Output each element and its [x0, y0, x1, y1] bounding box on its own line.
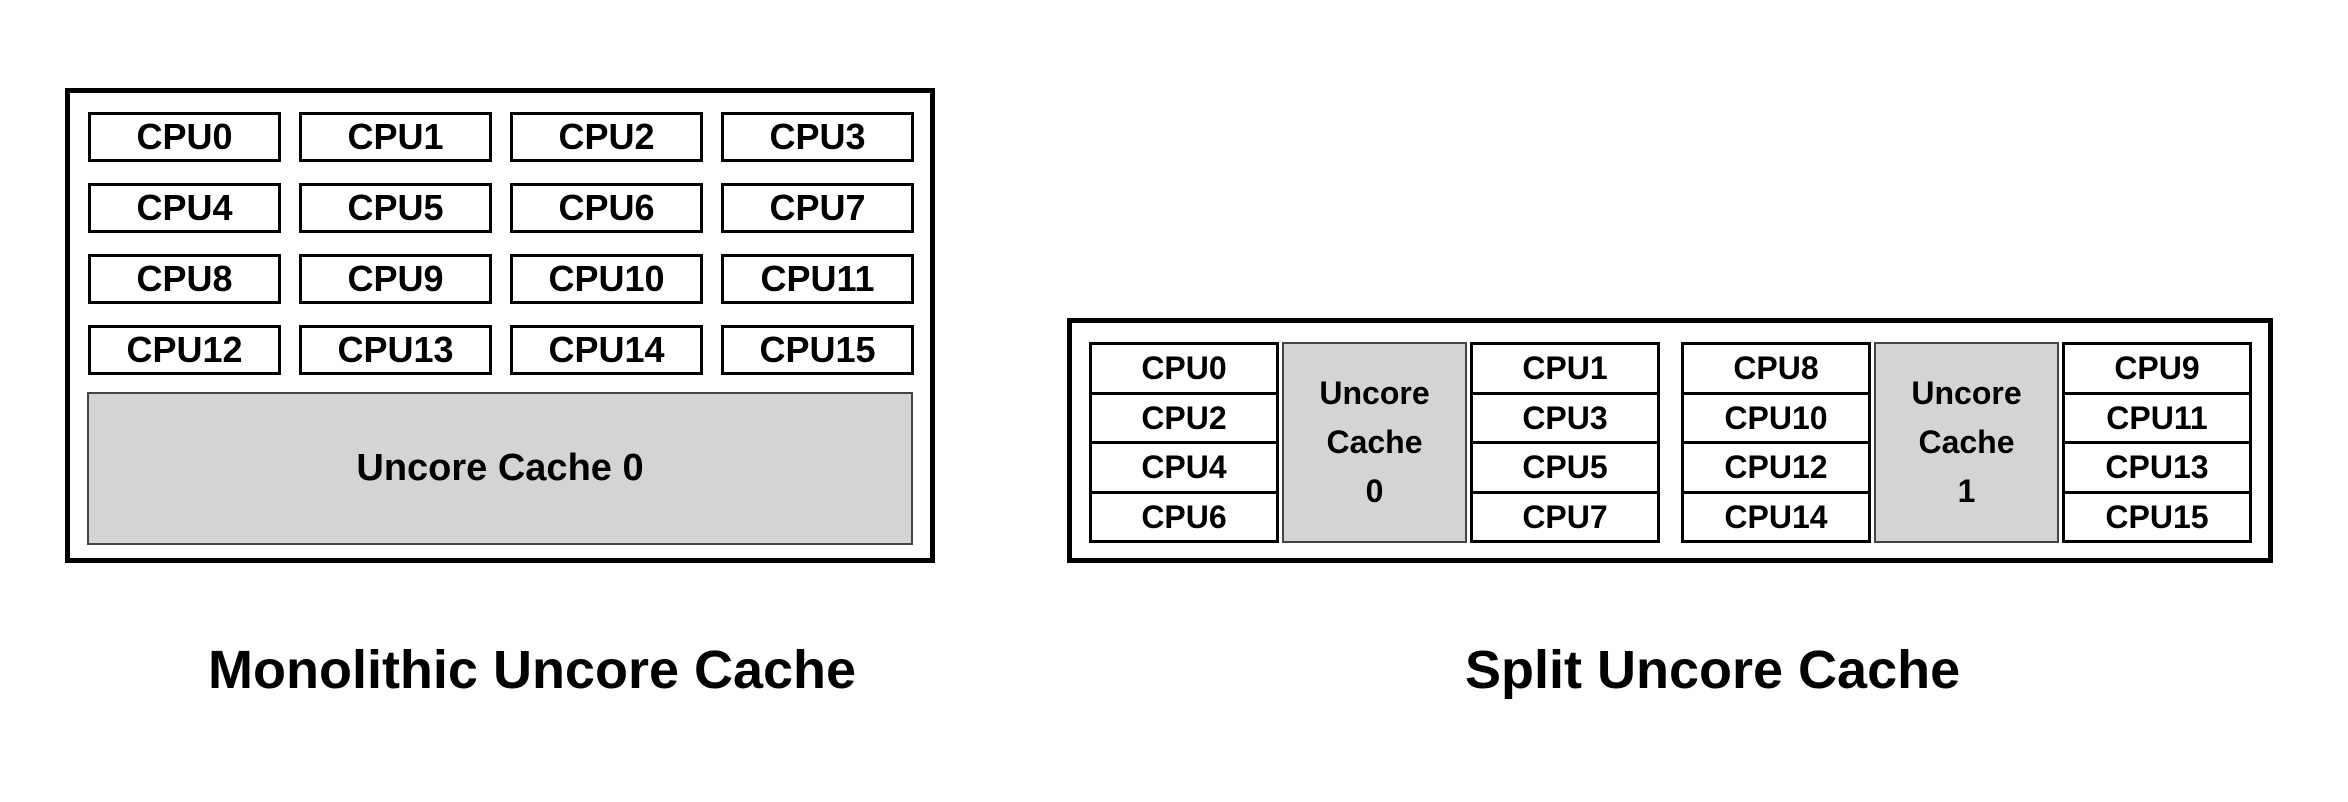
uncore-cache-line: 1	[1957, 473, 1976, 509]
cpu-cell-cpu2: CPU2	[1092, 395, 1276, 444]
monolithic-cpu-grid: CPU0 CPU1 CPU2 CPU3 CPU4 CPU5 CPU6 CPU7 …	[88, 112, 914, 375]
cpu-cell-cpu8: CPU8	[1684, 345, 1868, 395]
cpu-cell-cpu13: CPU13	[2065, 444, 2249, 494]
cpu-cell-cpu11: CPU11	[2065, 395, 2249, 444]
uncore-cache-line: 0	[1365, 473, 1384, 509]
cpu-box-cpu5: CPU5	[299, 183, 492, 233]
cpu-box-cpu3: CPU3	[721, 112, 914, 162]
cpu-box-cpu7: CPU7	[721, 183, 914, 233]
cpu-box-cpu10: CPU10	[510, 254, 703, 304]
uncore-cache-line: Uncore	[1911, 375, 2022, 411]
cpu-cell-cpu7: CPU7	[1522, 498, 1608, 535]
cpu-cell-cpu10: CPU10	[1684, 395, 1868, 444]
cpu-cell-cpu6: CPU6	[1141, 498, 1227, 535]
split-uncore-cache-1-box: Uncore Cache 1	[1874, 342, 2059, 543]
cpu-box-cpu9: CPU9	[299, 254, 492, 304]
split-cluster-0: CPU0 CPU2 CPU4 CPU6 Uncore Cache 0 CPU1 …	[1089, 342, 1660, 543]
cpu-box-cpu4: CPU4	[88, 183, 281, 233]
cpu-cell-cpu12: CPU12	[1684, 444, 1868, 494]
split-content: CPU0 CPU2 CPU4 CPU6 Uncore Cache 0 CPU1 …	[1089, 342, 2252, 543]
cpu-cell-cpu14: CPU14	[1724, 498, 1828, 535]
cpu-cell-cpu9: CPU9	[2065, 345, 2249, 395]
cpu-box-cpu0: CPU0	[88, 112, 281, 162]
split-caption: Split Uncore Cache	[1465, 640, 1961, 700]
cpu-box-cpu12: CPU12	[88, 325, 281, 375]
cpu-cell-cpu3: CPU3	[1473, 395, 1657, 444]
cpu-cell-cpu0: CPU0	[1092, 345, 1276, 395]
split-cluster-1-left-column: CPU8 CPU10 CPU12 CPU14	[1681, 342, 1871, 543]
monolithic-diagram: CPU0 CPU1 CPU2 CPU3 CPU4 CPU5 CPU6 CPU7 …	[65, 88, 935, 563]
cpu-box-cpu14: CPU14	[510, 325, 703, 375]
cpu-cell-cpu5: CPU5	[1473, 444, 1657, 494]
uncore-cache-line: Cache	[1918, 424, 2015, 460]
cpu-cell-cpu15: CPU15	[2105, 498, 2209, 535]
cpu-cell-cpu4: CPU4	[1092, 444, 1276, 494]
split-cluster-0-right-column: CPU1 CPU3 CPU5 CPU7	[1470, 342, 1660, 543]
cpu-box-cpu13: CPU13	[299, 325, 492, 375]
cpu-box-cpu2: CPU2	[510, 112, 703, 162]
uncore-cache-0-box: Uncore Cache 0	[87, 392, 913, 545]
cpu-box-cpu15: CPU15	[721, 325, 914, 375]
split-cluster-0-left-column: CPU0 CPU2 CPU4 CPU6	[1089, 342, 1279, 543]
split-cluster-1: CPU8 CPU10 CPU12 CPU14 Uncore Cache 1 CP…	[1681, 342, 2252, 543]
split-diagram: CPU0 CPU2 CPU4 CPU6 Uncore Cache 0 CPU1 …	[1067, 318, 2273, 563]
monolithic-caption: Monolithic Uncore Cache	[208, 640, 857, 700]
cpu-box-cpu11: CPU11	[721, 254, 914, 304]
cpu-box-cpu8: CPU8	[88, 254, 281, 304]
cpu-cell-cpu1: CPU1	[1473, 345, 1657, 395]
cpu-box-cpu6: CPU6	[510, 183, 703, 233]
uncore-cache-line: Uncore	[1319, 375, 1430, 411]
split-uncore-cache-0-box: Uncore Cache 0	[1282, 342, 1467, 543]
cpu-box-cpu1: CPU1	[299, 112, 492, 162]
uncore-cache-line: Cache	[1326, 424, 1423, 460]
split-cluster-1-right-column: CPU9 CPU11 CPU13 CPU15	[2062, 342, 2252, 543]
